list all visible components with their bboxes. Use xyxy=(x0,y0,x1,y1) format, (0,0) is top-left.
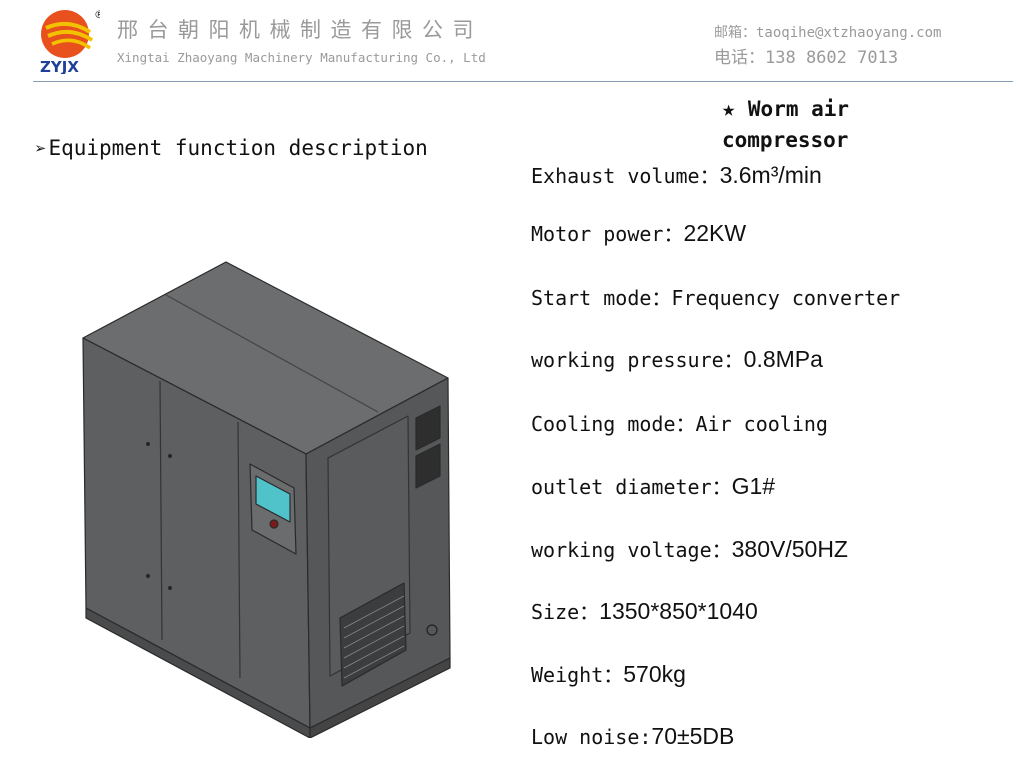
company-name-cn: 邢台朝阳机械制造有限公司 xyxy=(117,18,483,42)
spec-label: Size： xyxy=(531,600,600,624)
spec-size: Size：1350*850*1040 xyxy=(531,596,758,625)
star-icon: ★ xyxy=(722,97,736,122)
spec-cooling-mode: Cooling mode：Air cooling xyxy=(531,408,828,437)
air-compressor-illustration xyxy=(78,258,458,739)
spec-working-voltage: working voltage：380V/50HZ xyxy=(531,534,848,563)
spec-value: 70±5DB xyxy=(651,723,735,749)
registered-mark: ® xyxy=(94,8,100,21)
spec-value: Frequency converter xyxy=(671,286,901,310)
spec-outlet-diameter: outlet diameter：G1# xyxy=(531,471,775,500)
spec-start-mode: Start mode：Frequency converter xyxy=(531,282,900,311)
company-name-en: Xingtai Zhaoyang Machinery Manufacturing… xyxy=(117,50,486,65)
contact-email: 邮箱：taoqihe@xtzhaoyang.com xyxy=(714,25,942,41)
logo-text: ZYJX xyxy=(40,58,79,74)
spec-exhaust-volume: Exhaust volume：3.6m³/min xyxy=(531,160,822,189)
spec-value: 3.6m³/min xyxy=(719,162,822,188)
spec-value: 380V/50HZ xyxy=(731,536,848,562)
spec-working-pressure: working pressure：0.8MPa xyxy=(531,344,823,373)
spec-motor-power: Motor power：22KW xyxy=(531,218,746,247)
spec-value: 1350*850*1040 xyxy=(599,598,758,624)
spec-low-noise: Low noise:70±5DB xyxy=(531,723,734,750)
contact-phone: 电话：138 8602 7013 xyxy=(714,48,899,68)
spec-label: Motor power： xyxy=(531,222,684,246)
spec-label: Weight： xyxy=(531,663,624,687)
spec-label: Start mode： xyxy=(531,286,672,310)
spec-label: Low noise: xyxy=(531,725,652,749)
spec-label: working voltage： xyxy=(531,538,732,562)
control-screen xyxy=(255,475,291,523)
company-logo: ZYJX ® xyxy=(38,6,105,76)
spec-value: 570kg xyxy=(623,661,686,687)
spec-label: working pressure： xyxy=(531,348,744,372)
spec-label: outlet diameter： xyxy=(531,475,732,499)
section-title-text: Equipment function description xyxy=(48,136,428,160)
spec-label: Cooling mode： xyxy=(531,412,696,436)
spec-value: 22KW xyxy=(683,220,747,246)
section-title: ➢Equipment function description xyxy=(35,136,428,160)
spec-value: G1# xyxy=(731,473,776,499)
spec-weight: Weight：570kg xyxy=(531,659,686,688)
spec-label: Exhaust volume： xyxy=(531,164,720,188)
spec-value: 0.8MPa xyxy=(743,346,823,372)
product-title: ★ Worm air compressor xyxy=(722,94,922,155)
spec-value: Air cooling xyxy=(695,412,828,436)
product-title-text: Worm air compressor xyxy=(722,97,850,152)
arrow-bullet-icon: ➢ xyxy=(35,138,47,160)
header-divider xyxy=(33,81,1013,82)
